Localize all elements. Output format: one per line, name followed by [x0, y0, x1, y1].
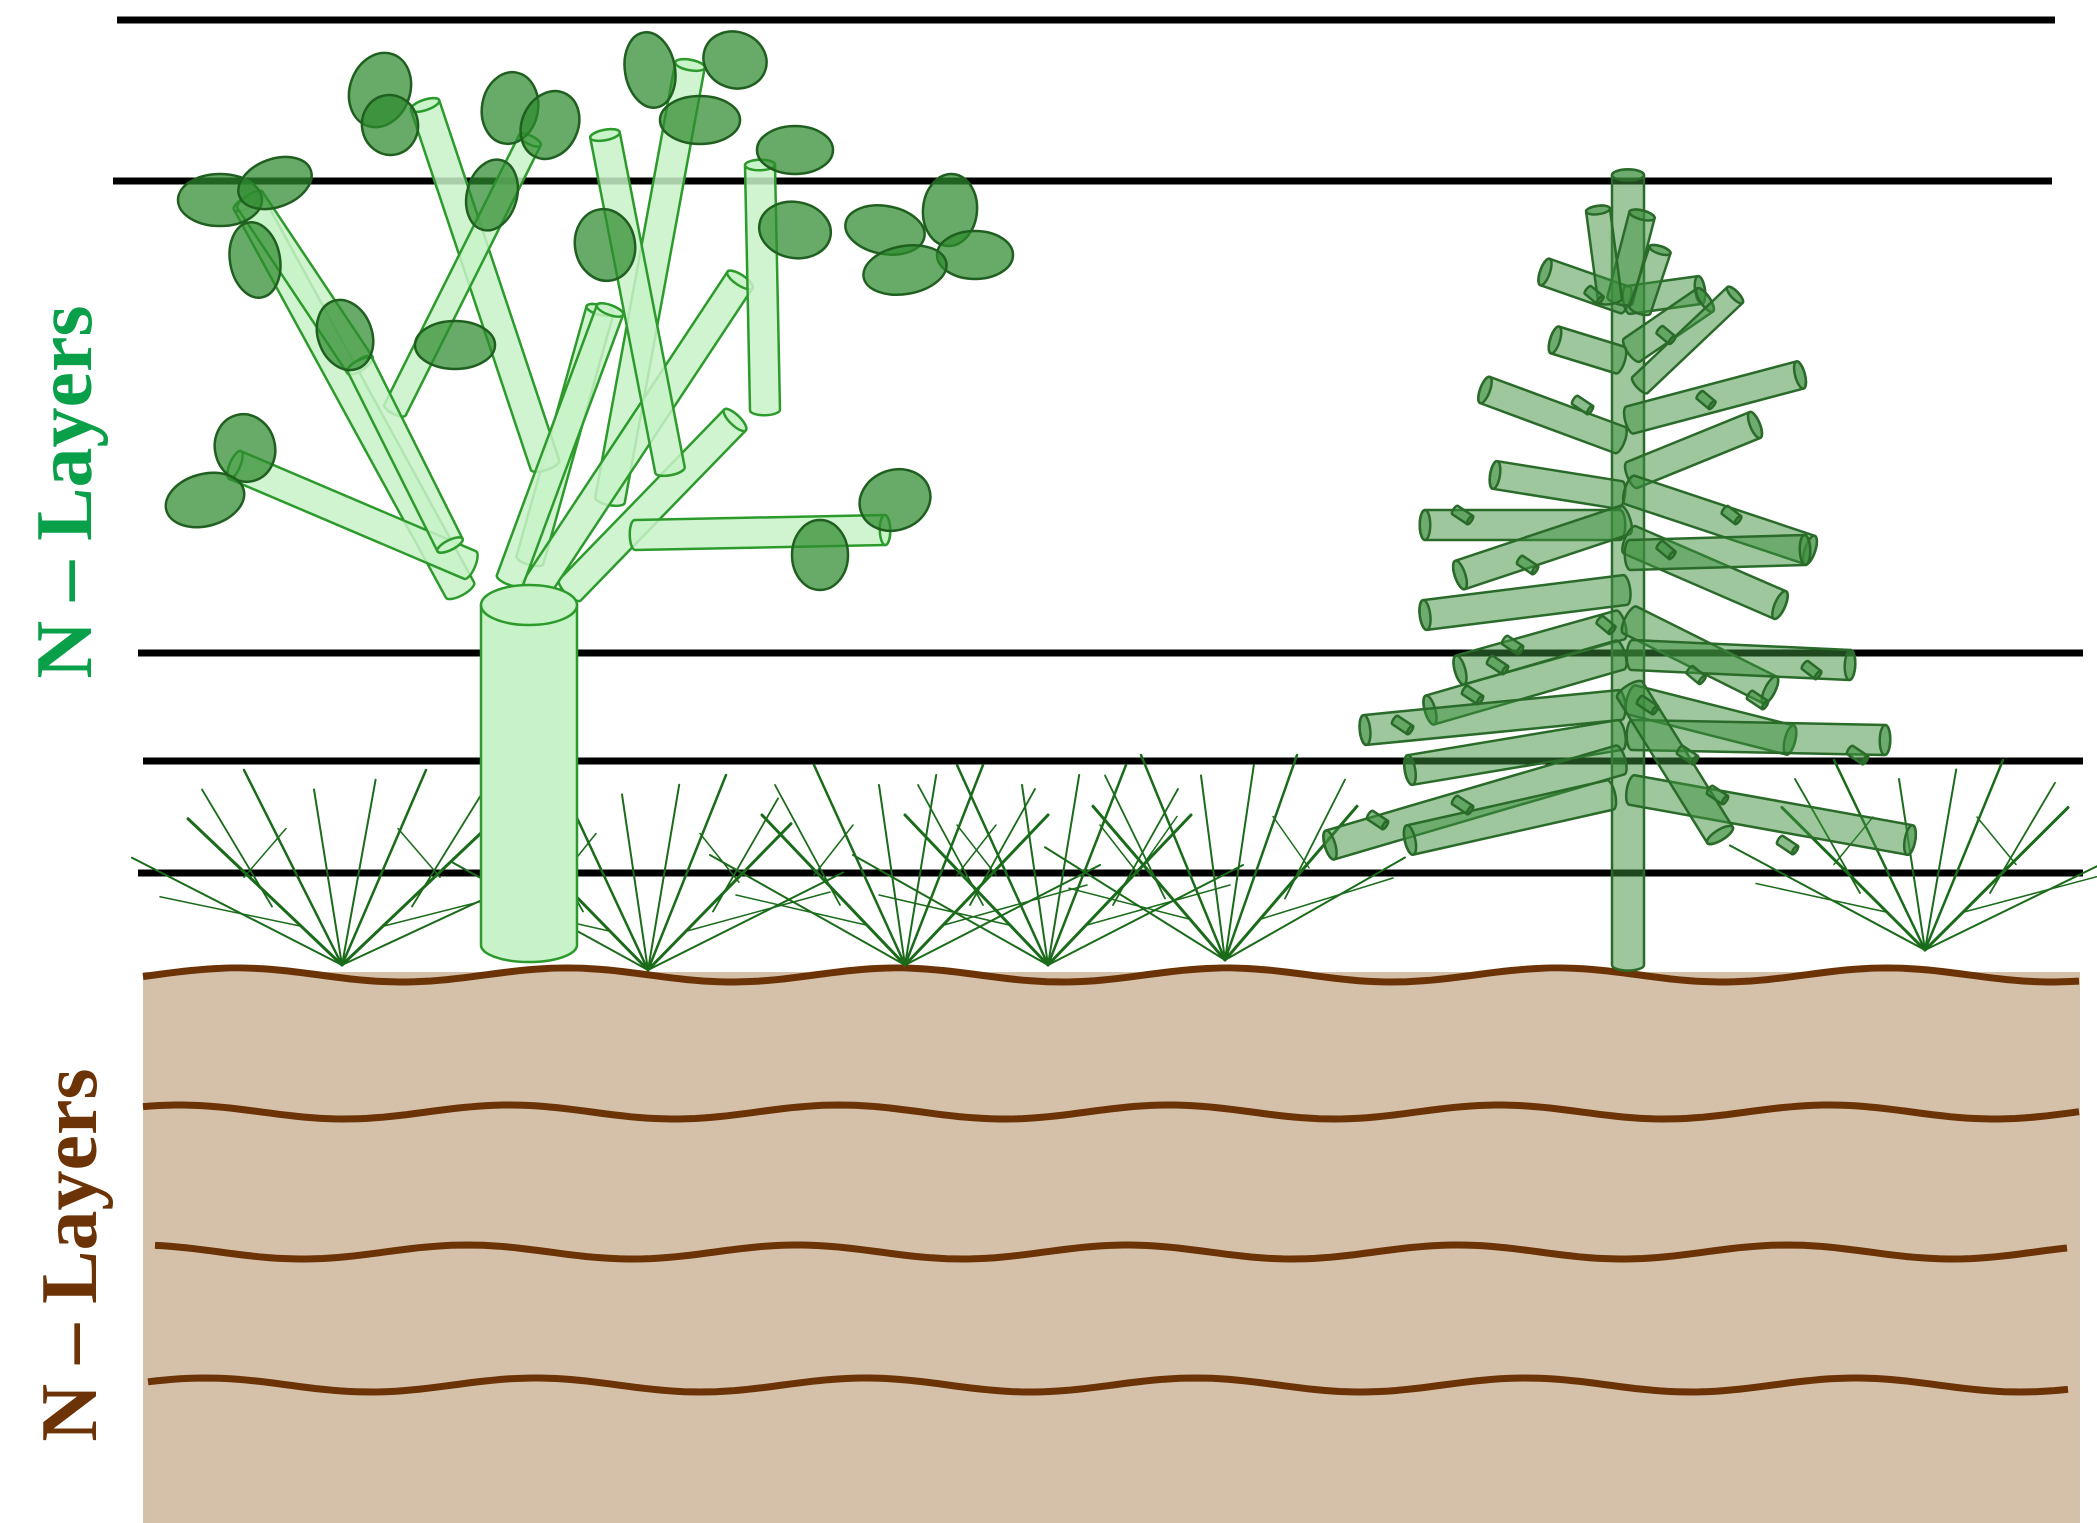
above-ground-layers-label: N – Layers: [25, 305, 105, 678]
conifer-branch-14: [1624, 535, 1810, 570]
trunk-top: [481, 585, 577, 625]
grass-blade-1-4: [342, 770, 426, 965]
conifer-twig-18: [1776, 835, 1799, 855]
conifer-branch-7: [1488, 460, 1627, 509]
grass-blade-5-12: [1261, 878, 1393, 919]
grass-blade-6-14: [1977, 817, 2016, 865]
grass-blade-1-11: [160, 897, 300, 926]
grass-blade-6-8: [1925, 855, 2097, 950]
grass-tuft-6: [1730, 760, 2097, 950]
conifer-branch-7-body: [1488, 460, 1627, 509]
conifer-branch-9-end: [1420, 510, 1431, 540]
conifer-branch-5: [1476, 375, 1630, 455]
conifer-branch-24: [1624, 774, 1918, 855]
grass-blade-2-8: [648, 873, 843, 971]
grass-blade-5-1: [1093, 806, 1225, 960]
leaf-19: [937, 231, 1013, 279]
grass-blade-4-10: [1113, 789, 1178, 905]
conifer-branch-18-end: [1844, 650, 1856, 680]
grass-tuft-3: [710, 765, 1100, 965]
branch-10-body: [629, 515, 890, 550]
grass-blade-3-1: [762, 815, 905, 965]
conifer-trunk-end: [1612, 169, 1644, 180]
grass-tufts: [132, 755, 2097, 970]
branch-10: [629, 515, 890, 550]
trunk: [481, 605, 577, 962]
grass-tuft-5: [1045, 755, 1405, 960]
conifer-branch-22-end: [1879, 725, 1890, 755]
grass-blade-5-11: [1069, 888, 1189, 919]
conifer-branch-14-body: [1624, 535, 1810, 570]
grass-blade-6-4: [1925, 760, 2003, 950]
conifer-branch-24-body: [1624, 774, 1918, 855]
leaf-24: [792, 520, 848, 590]
conifer-branch-5-body: [1476, 375, 1630, 455]
grass-blade-1-10: [412, 793, 482, 906]
branch-9: [745, 159, 780, 415]
conifer-tree: [1321, 169, 1918, 970]
leaf-8: [757, 126, 833, 174]
leaf-13: [415, 321, 495, 369]
conifer-branch-14-end: [1799, 535, 1810, 565]
grass-blade-6-11: [1756, 884, 1886, 913]
grass-blade-6-7: [1730, 846, 1925, 951]
leaf-6: [695, 23, 774, 98]
grass-blade-3-13: [814, 825, 853, 875]
grass-blade-5-14: [1273, 817, 1309, 868]
grass-blade-2-10: [713, 798, 778, 911]
leaf-7: [660, 96, 740, 144]
grass-blade-3-8: [905, 865, 1100, 965]
below-ground-layers-label: N – Layers: [30, 1068, 110, 1441]
branch-9-body: [745, 159, 780, 415]
grass-blade-5-4: [1225, 755, 1297, 960]
grass-blade-1-1: [188, 819, 342, 965]
